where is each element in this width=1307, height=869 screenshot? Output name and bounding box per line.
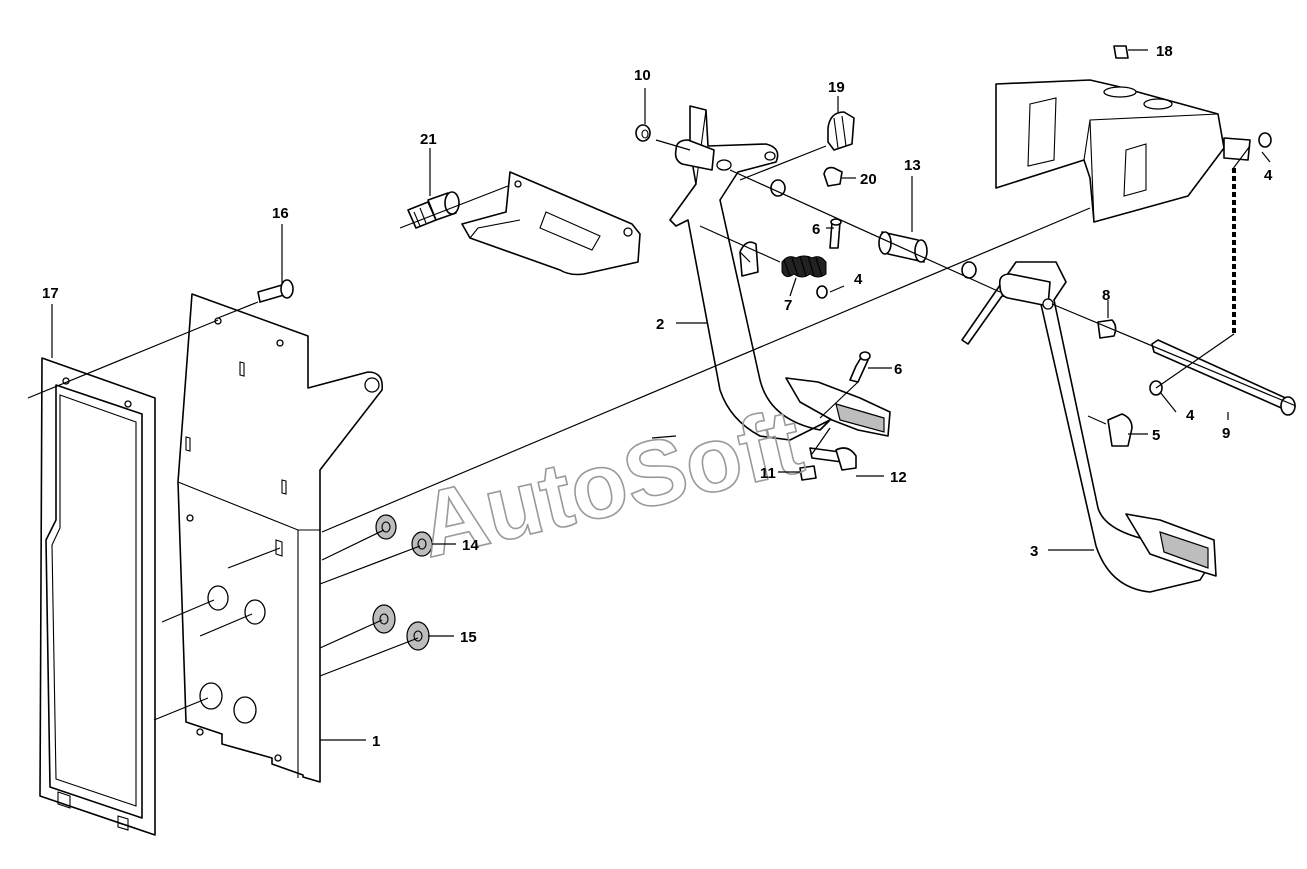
callout-16: 16 <box>272 205 289 222</box>
part-17-gasket <box>39 357 156 836</box>
part-14-grommet-a <box>375 514 397 540</box>
callout-1: 1 <box>372 733 380 750</box>
callout-labels: 1 2 3 4 4 5 6 6 7 8 9 10 11 12 13 14 15 … <box>42 43 1273 750</box>
callout-20: 20 <box>860 171 877 188</box>
part-6-bolt-upper <box>829 218 842 249</box>
part-14-grommet-b <box>411 531 433 557</box>
callout-4-top: 4 <box>1264 167 1273 184</box>
callout-15: 15 <box>460 629 477 646</box>
part-15-grommet-b <box>406 621 430 651</box>
switch-bracket <box>461 171 641 276</box>
part-19-switch <box>827 111 855 151</box>
part-10-nut <box>635 124 651 142</box>
part-11-clip <box>799 465 817 481</box>
callout-4-left: 4 <box>854 271 863 288</box>
part-4-nut-left <box>816 285 828 299</box>
callout-12: 12 <box>890 469 907 486</box>
part-1-bracket-plate <box>177 293 384 783</box>
part-3-pedal <box>961 261 1217 593</box>
part-12-stop <box>809 447 857 471</box>
part-21-switch <box>407 191 460 229</box>
callout-11: 11 <box>760 465 776 482</box>
part-5-stop <box>1087 413 1133 447</box>
pedal-mount-bracket <box>995 79 1251 223</box>
callout-3: 3 <box>1030 543 1038 560</box>
callout-17: 17 <box>42 285 59 302</box>
part-9-shaft <box>1151 339 1296 416</box>
part-16-bolt <box>257 279 294 303</box>
callout-19: 19 <box>828 79 845 96</box>
part-20-clip <box>823 166 843 187</box>
callout-14: 14 <box>462 537 479 554</box>
callout-5: 5 <box>1152 427 1160 444</box>
callout-4-mid: 4 <box>1186 407 1195 424</box>
callout-2: 2 <box>656 316 664 333</box>
callout-18: 18 <box>1156 43 1173 60</box>
part-13-sleeve <box>878 231 928 263</box>
callout-10: 10 <box>634 67 651 84</box>
part-18-cap <box>1113 45 1129 59</box>
callout-6-lower: 6 <box>894 361 902 378</box>
callout-leaders <box>51 49 1271 741</box>
part-7-spring <box>781 255 827 278</box>
part-6-bolt-lower <box>849 351 871 383</box>
callout-7: 7 <box>784 297 792 314</box>
assembly-lines <box>27 139 1297 721</box>
callout-21: 21 <box>420 131 437 148</box>
callout-13: 13 <box>904 157 921 174</box>
part-4-nut-top <box>1258 132 1272 148</box>
callout-9: 9 <box>1222 425 1230 442</box>
part-15-grommet-a <box>372 604 396 634</box>
callout-6-upper: 6 <box>812 221 820 238</box>
callout-8: 8 <box>1102 287 1110 304</box>
